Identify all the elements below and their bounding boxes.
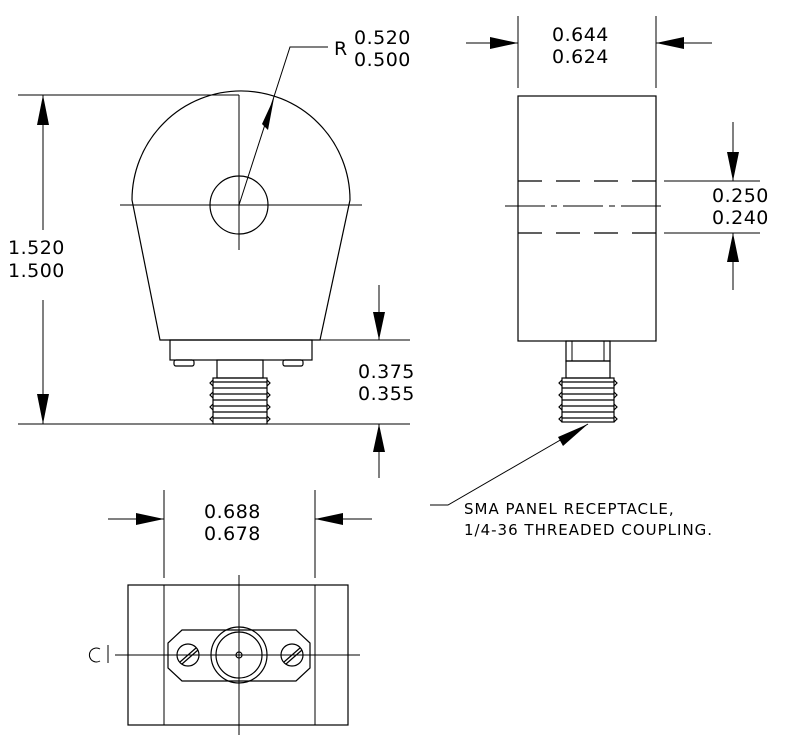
front-body-outline (131, 90, 351, 341)
height-max: 1.520 (8, 237, 65, 259)
centerline-symbol (88, 645, 109, 663)
note-line-1: SMA PANEL RECEPTACLE, (464, 500, 675, 518)
hole-diameter-max: 0.250 (712, 185, 769, 207)
hole-diameter-min: 0.240 (712, 207, 769, 229)
side-connector-neck (565, 340, 611, 362)
front-flange-tab-left (173, 359, 195, 367)
bottom-width-min: 0.678 (204, 523, 261, 545)
height-min: 1.500 (8, 260, 65, 282)
bottom-view: 0.688 0.678 (88, 490, 372, 735)
side-width-min: 0.624 (552, 46, 609, 68)
radius-leader-line (238, 46, 328, 206)
radius-min: 0.500 (354, 49, 411, 71)
bottom-flange-plate (167, 629, 311, 682)
front-connector-neck (216, 359, 264, 379)
connector-note: SMA PANEL RECEPTACLE, 1/4-36 THREADED CO… (430, 423, 713, 539)
radius-max: 0.520 (354, 27, 411, 49)
front-base-flange (169, 339, 313, 361)
bottom-width-max: 0.688 (204, 501, 261, 523)
radius-prefix: R (334, 38, 348, 60)
note-line-2: 1/4-36 THREADED COUPLING. (464, 521, 713, 539)
front-threaded-connector (209, 377, 271, 425)
front-view: R 0.520 0.500 1.520 1.500 0.375 0.355 (8, 27, 415, 478)
front-flange-tab-right (282, 359, 304, 367)
side-width-max: 0.644 (552, 24, 609, 46)
connector-length-min: 0.355 (358, 383, 415, 405)
side-threaded-connector (558, 360, 618, 423)
connector-length-max: 0.375 (358, 361, 415, 383)
side-body-outline (517, 95, 657, 342)
side-view: 0.644 0.624 0.250 0.240 (466, 16, 769, 423)
